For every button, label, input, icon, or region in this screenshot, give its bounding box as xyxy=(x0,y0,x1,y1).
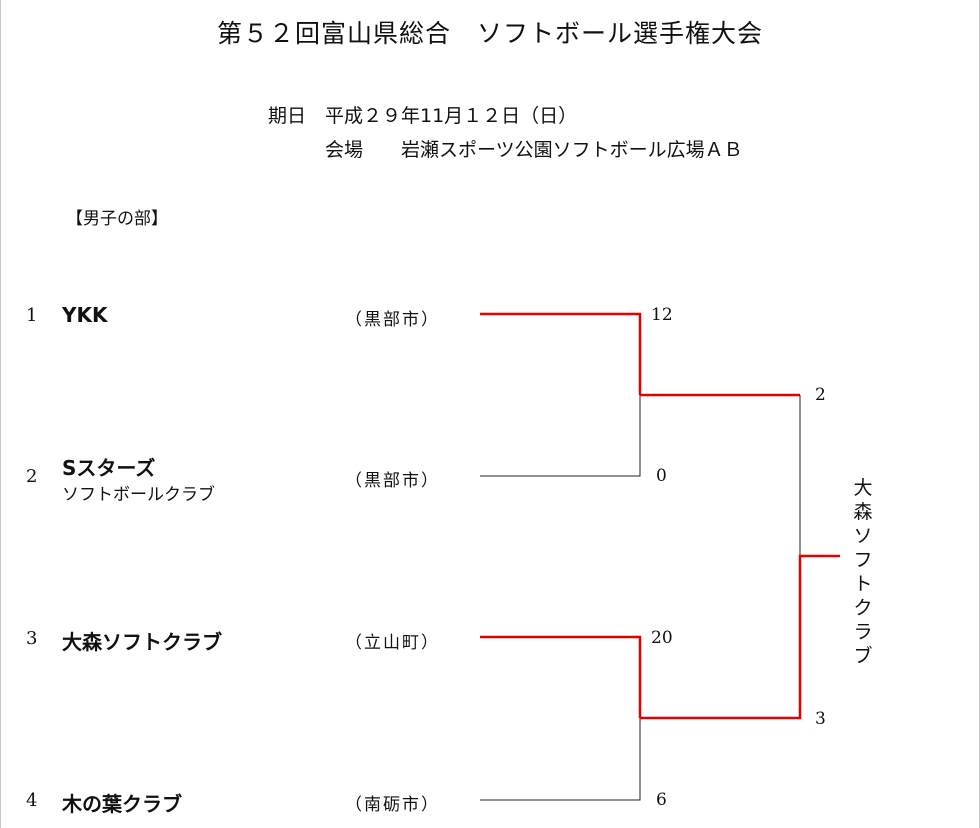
page-title: 第５２回富山県総合 ソフトボール選手権大会 xyxy=(216,19,763,48)
team-name: Sスターズ xyxy=(62,456,156,480)
team-score: 20 xyxy=(651,628,673,648)
champion-name: 大森ソフトクラブ xyxy=(853,477,873,667)
winner-line xyxy=(480,312,642,395)
team-seed: 2 xyxy=(26,466,38,487)
winner-line xyxy=(480,635,642,718)
winner-line xyxy=(640,554,840,720)
team-seed: 4 xyxy=(26,790,38,811)
loser-line xyxy=(480,718,641,801)
team-name-sub: ソフトボールクラブ xyxy=(62,485,215,505)
team-name: 木の葉クラブ xyxy=(62,792,182,816)
team-score: 6 xyxy=(656,790,667,810)
team-name: 大森ソフトクラブ xyxy=(62,630,222,654)
final-score-top: 2 xyxy=(815,385,826,405)
team-score: 0 xyxy=(656,466,667,486)
team-city: （黒部市） xyxy=(345,310,440,330)
team-name: YKK xyxy=(62,303,108,327)
team-city: （南砺市） xyxy=(345,795,440,815)
team-seed: 1 xyxy=(26,305,38,326)
team-seed: 3 xyxy=(26,628,38,649)
section-heading: 【男子の部】 xyxy=(66,209,168,229)
team-city: （立山町） xyxy=(345,633,440,653)
team-city: （黒部市） xyxy=(345,471,440,491)
team-score: 12 xyxy=(651,305,673,325)
final-score-bottom: 3 xyxy=(815,709,826,729)
page-border-left xyxy=(0,0,1,828)
date-line: 期日 平成２９年11月１２日（日） xyxy=(268,105,578,127)
venue-line: 会場 岩瀬スポーツ公園ソフトボール広場ＡＢ xyxy=(325,139,743,161)
loser-line xyxy=(480,395,641,477)
